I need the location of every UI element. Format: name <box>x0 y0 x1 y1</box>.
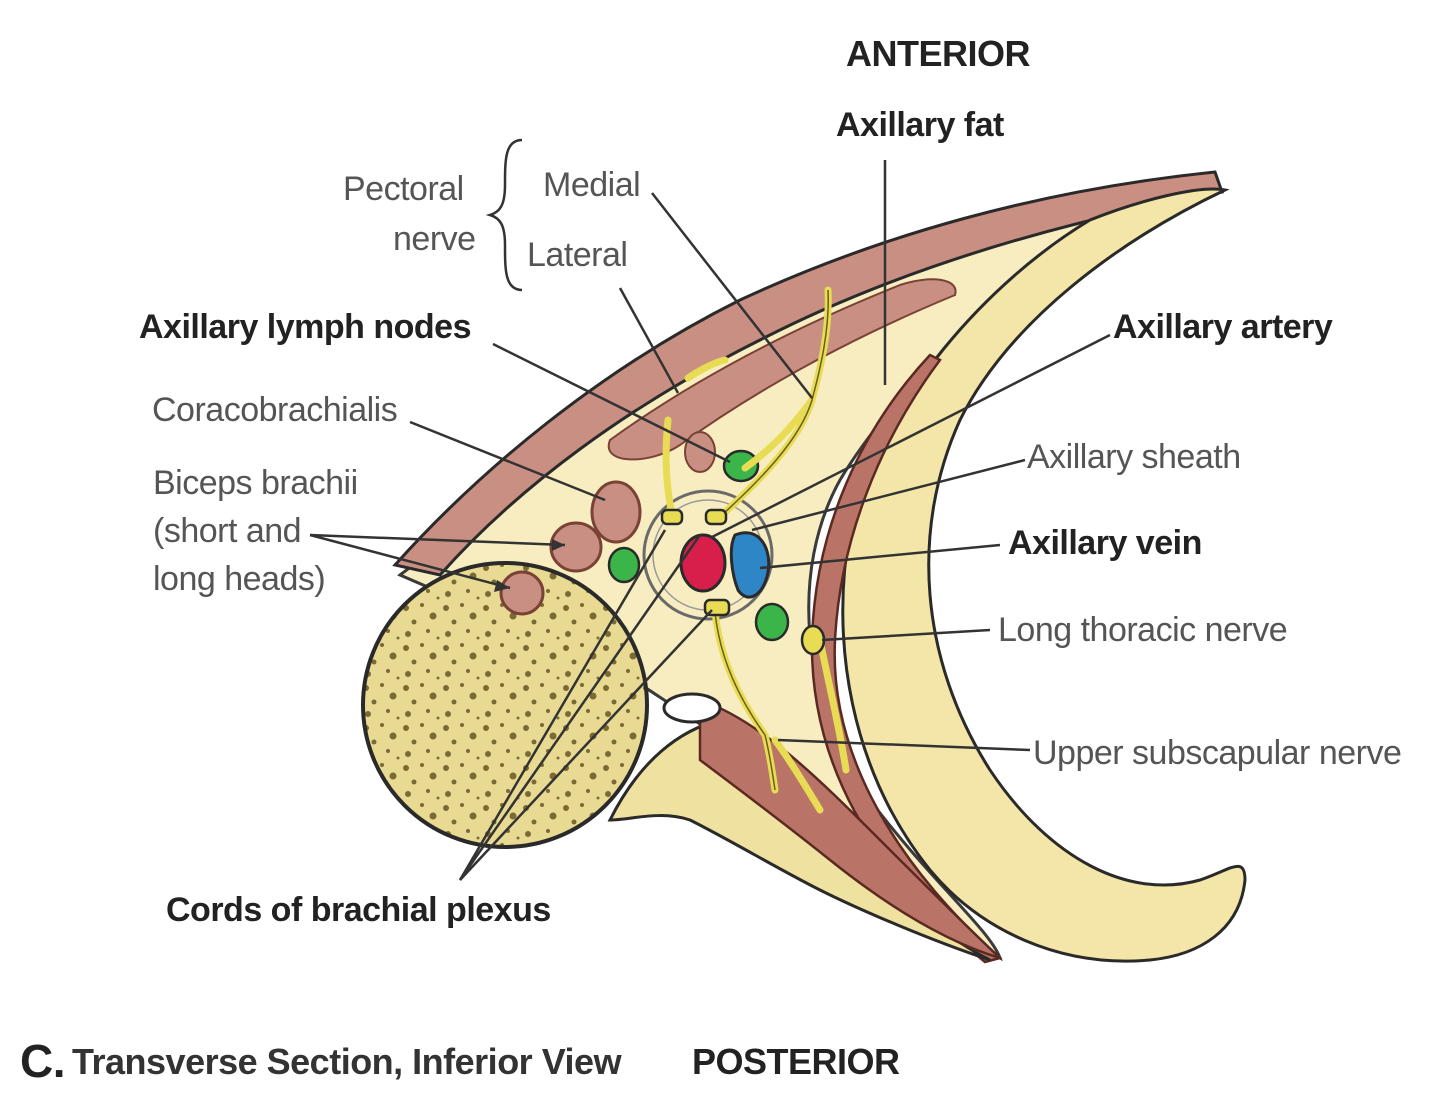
pectoralis-minor-muscle <box>607 278 957 461</box>
axillary-artery-label: Axillary artery <box>1113 308 1333 346</box>
axillary-artery <box>679 533 727 593</box>
posterior-label: POSTERIOR <box>692 1041 900 1082</box>
axillary-sheath-label: Axillary sheath <box>1027 438 1241 476</box>
subscapularis-muscle <box>698 698 1001 960</box>
lymph-node-2 <box>607 546 641 584</box>
pectoral-label: Pectoral <box>343 170 464 208</box>
axillary-vein-label: Axillary vein <box>1008 524 1202 562</box>
lymph-node-3 <box>754 602 790 642</box>
brachial-cord-lateral <box>660 508 684 526</box>
figure-letter: C. <box>20 1035 66 1087</box>
biceps-label-line1: Biceps brachii <box>153 464 358 502</box>
axillary-lymph-nodes-label: Axillary lymph nodes <box>139 308 472 346</box>
lateral-label: Lateral <box>527 236 628 274</box>
nerve-outlines <box>714 289 830 791</box>
figure-caption: Transverse Section, Inferior View <box>72 1041 622 1082</box>
long-thoracic-nerve <box>800 624 826 656</box>
biceps-arrowhead-lower <box>494 580 510 592</box>
nerve-label: nerve <box>393 220 476 258</box>
pectoral-nerve-brace <box>485 138 523 292</box>
thoracic-wall-bone <box>841 187 1247 963</box>
axillary-fat-label: Axillary fat <box>836 106 1004 144</box>
axillary-vein <box>729 531 771 599</box>
leader-lines <box>309 160 1111 881</box>
anterior-label: ANTERIOR <box>846 33 1031 74</box>
biceps-short-head-muscle <box>549 521 603 573</box>
biceps-arrowhead-upper <box>552 539 565 551</box>
biceps-label-line3: long heads) <box>153 560 326 598</box>
biceps-label-line2: (short and <box>153 512 302 550</box>
humerus-bone <box>361 561 649 849</box>
coracobrachialis-label: Coracobrachialis <box>152 391 398 429</box>
upper-subscapular-nerve-label: Upper subscapular nerve <box>1033 734 1402 772</box>
scapular-foramen <box>662 692 722 724</box>
coracobrachialis-muscle <box>590 480 642 544</box>
medial-label: Medial <box>543 166 641 204</box>
brachial-cord-medial <box>704 508 728 526</box>
serratus-anterior-muscle <box>810 353 1003 964</box>
cords-brachial-plexus-label: Cords of brachial plexus <box>166 891 551 929</box>
long-thoracic-nerve-label: Long thoracic nerve <box>998 611 1288 649</box>
biceps-long-head-muscle <box>499 570 545 616</box>
lymph-node-1 <box>722 449 760 483</box>
